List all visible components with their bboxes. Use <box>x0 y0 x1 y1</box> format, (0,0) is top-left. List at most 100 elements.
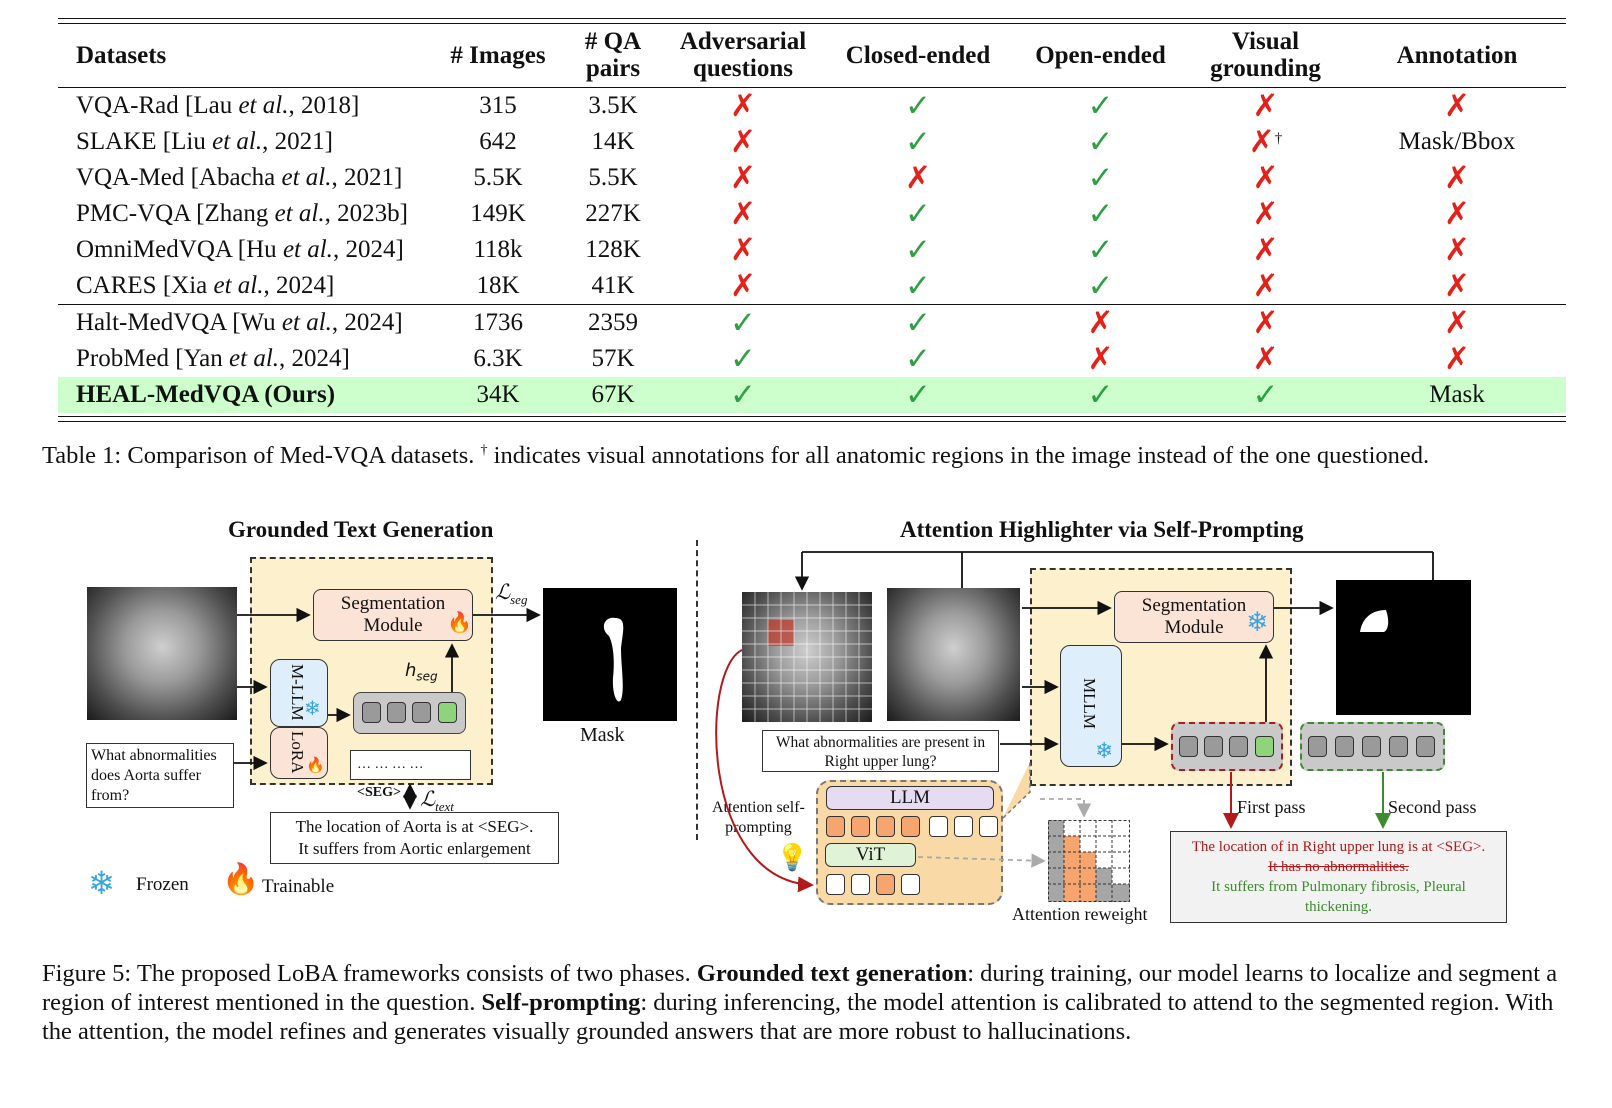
cell-visual-grounding: ✗ <box>1183 304 1348 341</box>
check-icon: ✓ <box>1087 160 1114 196</box>
cell-closed-ended: ✓ <box>818 124 1018 160</box>
cell-qa-pairs: 67K <box>558 377 668 413</box>
cell-open-ended: ✓ <box>1018 377 1183 413</box>
cell-images: 6.3K <box>473 345 523 372</box>
panel-divider <box>696 540 698 840</box>
cell-images: 315 <box>479 92 517 119</box>
cell-qa-pairs: 128K <box>585 236 641 263</box>
cell-visual-grounding: ✗ <box>1183 268 1348 305</box>
cell-dataset: Halt-MedVQA [Wu et al., 2024] <box>58 304 438 341</box>
cross-icon: ✗ <box>1252 160 1279 196</box>
token <box>1389 736 1408 757</box>
cell-annotation: ✗ <box>1348 341 1566 377</box>
second-pass-label: Second pass <box>1388 797 1477 817</box>
seg-token <box>438 702 457 723</box>
check-icon: ✓ <box>905 88 931 124</box>
token <box>851 816 870 837</box>
cross-icon: ✗ <box>730 160 756 196</box>
cell-qa-pairs: 5.5K <box>588 164 638 191</box>
token <box>362 702 381 723</box>
cross-icon: ✗ <box>730 232 756 268</box>
cell-qa-pairs: 227K <box>585 200 641 227</box>
cell-adversarial: ✗ <box>668 268 818 305</box>
cross-icon: ✗ <box>1444 196 1470 232</box>
cell-adversarial: ✗ <box>668 196 818 232</box>
cross-icon: ✗ <box>730 196 756 232</box>
token-strip-first-pass <box>1171 722 1283 771</box>
cell-annotation: Mask/Bbox <box>1398 128 1516 155</box>
cell-adversarial: ✗ <box>668 232 818 268</box>
cross-icon: ✗ <box>1444 88 1470 124</box>
seg-token <box>1255 736 1274 757</box>
mask-output-left <box>543 588 677 721</box>
cross-icon: ✗ <box>1444 160 1470 196</box>
cell-dataset: OmniMedVQA [Hu et al., 2024] <box>76 236 404 263</box>
cross-icon: ✗ <box>1252 88 1279 124</box>
cell-qa-pairs: 3.5K <box>588 92 638 119</box>
cell-visual-grounding: ✗ <box>1183 232 1348 268</box>
check-icon: ✓ <box>905 377 931 413</box>
check-icon: ✓ <box>1087 124 1114 160</box>
cell-annotation: ✗ <box>1348 268 1566 305</box>
cell-annotation: ✗ <box>1348 304 1566 341</box>
check-icon: ✓ <box>1087 377 1114 413</box>
flame-icon: 🔥 <box>222 862 260 897</box>
check-icon: ✓ <box>905 341 931 377</box>
cross-icon: ✗ <box>1444 305 1470 341</box>
flame-icon: 🔥 <box>306 756 325 774</box>
token <box>1204 736 1223 757</box>
cell-open-ended: ✓ <box>1018 124 1183 160</box>
cell-images: 1736 <box>438 304 558 341</box>
chest-xray-left <box>87 587 237 720</box>
token <box>826 874 845 895</box>
cell-images: 118k <box>473 236 523 263</box>
table-top-rule <box>58 18 1566 19</box>
table-bottom-rule-2 <box>58 421 1566 422</box>
cell-annotation: ✗ <box>1348 160 1566 196</box>
image-grid-overlay <box>742 592 872 722</box>
check-icon: ✓ <box>1087 88 1114 124</box>
cell-annotation: ✗ <box>1348 196 1566 232</box>
cell-images: 34K <box>438 377 558 413</box>
cell-closed-ended: ✓ <box>818 88 1018 124</box>
table-caption: Table 1: Comparison of Med-VQA datasets.… <box>42 442 1430 470</box>
output-sequence-box: … … … … <SEG> <box>350 750 471 800</box>
cell-open-ended: ✓ <box>1018 160 1183 196</box>
token <box>1362 736 1381 757</box>
cell-visual-grounding: ✗† <box>1183 124 1348 160</box>
cell-closed-ended: ✓ <box>818 341 1018 377</box>
cell-closed-ended: ✓ <box>818 196 1018 232</box>
token-strip-second-pass <box>1300 722 1445 771</box>
loss-seg-label: ℒseg <box>495 580 528 608</box>
cell-open-ended: ✓ <box>1018 88 1183 124</box>
legend-frozen: Frozen <box>136 874 189 895</box>
answer-first-pass-text: The location of in Right upper lung is a… <box>1191 839 1486 855</box>
flame-icon: 🔥 <box>447 610 472 634</box>
llm-block: LLM <box>826 786 994 810</box>
dagger-mark: † <box>1274 130 1283 147</box>
cross-icon: ✗ <box>1087 305 1114 341</box>
aorta-mask-shape <box>603 617 624 702</box>
token <box>826 816 845 837</box>
cell-closed-ended: ✗ <box>818 160 1018 196</box>
check-icon: ✓ <box>730 377 756 413</box>
cross-icon: ✗ <box>1248 124 1275 160</box>
cross-icon: ✗ <box>730 88 756 124</box>
cell-annotation: Mask <box>1348 377 1566 413</box>
token <box>1416 736 1435 757</box>
cell-open-ended: ✓ <box>1018 268 1183 305</box>
snowflake-icon: ❄ <box>88 864 115 902</box>
header-closed-ended: Closed-ended <box>845 41 991 69</box>
check-icon: ✓ <box>1087 268 1114 304</box>
cell-images: 18K <box>476 272 520 299</box>
cross-icon: ✗ <box>1252 196 1279 232</box>
snowflake-icon: ❄ <box>1095 739 1114 764</box>
check-icon: ✓ <box>905 268 931 304</box>
figure-connectors <box>234 551 1434 893</box>
